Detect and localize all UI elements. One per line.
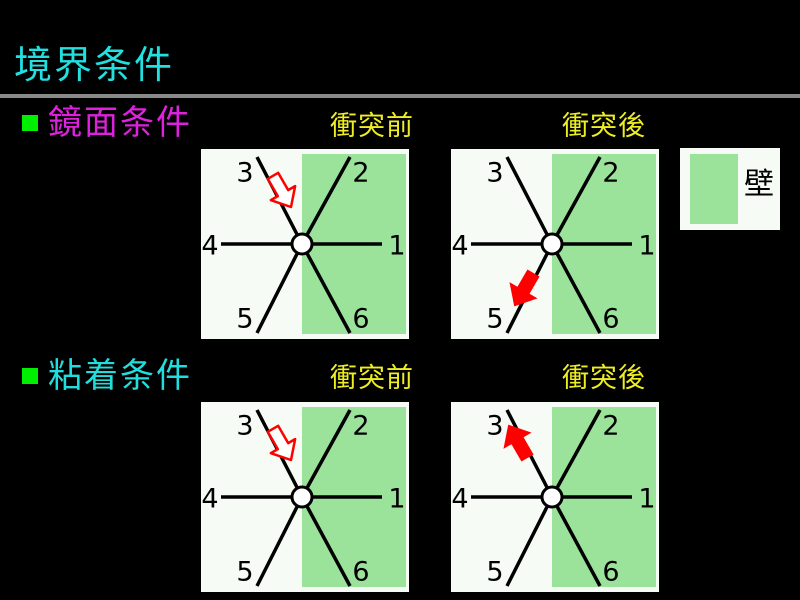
caption-mirror-before: 衝突前 (330, 111, 414, 142)
panel-sticky-after: 1 2 3 4 5 6 (451, 402, 659, 592)
arrow-shape (509, 269, 540, 307)
direction-label-4: 4 (451, 231, 468, 262)
lattice-link-3 (505, 156, 554, 245)
panel-mirror-before: 1 2 3 4 5 6 (201, 149, 409, 339)
lattice-diagram: 1 2 3 4 5 6 (451, 402, 659, 592)
lattice-node (540, 232, 564, 256)
lattice-link-2 (300, 409, 352, 498)
lattice-node (290, 232, 314, 256)
lattice-diagram: 1 2 3 4 5 6 (201, 402, 409, 592)
direction-label-1: 1 (638, 231, 655, 262)
lattice-link-2 (550, 409, 602, 498)
direction-label-5: 5 (486, 557, 503, 588)
lattice-link-6 (550, 243, 602, 334)
lattice-link-5 (255, 243, 304, 334)
direction-label-6: 6 (352, 557, 369, 588)
legend-box: 壁 (680, 148, 780, 230)
direction-label-3: 3 (486, 158, 503, 189)
legend-wall-label: 壁 (744, 167, 774, 202)
direction-label-5: 5 (236, 557, 253, 588)
direction-label-5: 5 (486, 304, 503, 335)
lattice-node (290, 485, 314, 509)
incoming-arrow (266, 424, 297, 462)
lattice-link-5 (505, 496, 554, 587)
direction-label-2: 2 (602, 158, 619, 189)
incoming-arrow (266, 171, 297, 209)
direction-label-3: 3 (236, 158, 253, 189)
direction-label-2: 2 (602, 411, 619, 442)
caption-sticky-after: 衝突後 (562, 363, 646, 394)
direction-label-4: 4 (451, 484, 468, 515)
lattice-node (540, 485, 564, 509)
panel-mirror-after: 1 2 3 4 5 6 (451, 149, 659, 339)
arrow-shape (266, 171, 297, 209)
direction-label-4: 4 (201, 484, 218, 515)
direction-label-2: 2 (352, 411, 369, 442)
direction-label-3: 3 (236, 411, 253, 442)
direction-label-1: 1 (388, 231, 405, 262)
direction-label-6: 6 (602, 304, 619, 335)
page-title: 境界条件 (14, 43, 175, 87)
panel-sticky-before: 1 2 3 4 5 6 (201, 402, 409, 592)
direction-label-6: 6 (352, 304, 369, 335)
direction-label-6: 6 (602, 557, 619, 588)
title-divider (0, 94, 800, 98)
lattice-diagram: 1 2 3 4 5 6 (201, 149, 409, 339)
arrow-shape (503, 424, 534, 462)
direction-label-3: 3 (486, 411, 503, 442)
section-bullet-sticky (22, 368, 38, 384)
lattice-link-6 (300, 243, 352, 334)
lattice-link-5 (255, 496, 304, 587)
section-bullet-mirror (22, 115, 38, 131)
reflected-arrow (509, 269, 540, 307)
direction-label-1: 1 (638, 484, 655, 515)
direction-label-1: 1 (388, 484, 405, 515)
arrow-shape (266, 424, 297, 462)
section-title-sticky: 粘着条件 (48, 356, 192, 396)
bounced-arrow (503, 424, 534, 462)
direction-label-5: 5 (236, 304, 253, 335)
caption-sticky-before: 衝突前 (330, 363, 414, 394)
lattice-link-2 (550, 156, 602, 245)
direction-label-4: 4 (201, 231, 218, 262)
direction-label-2: 2 (352, 158, 369, 189)
legend-wall-swatch (690, 154, 738, 224)
section-title-mirror: 鏡面条件 (48, 103, 192, 143)
lattice-link-2 (300, 156, 352, 245)
lattice-link-6 (300, 496, 352, 587)
lattice-diagram: 1 2 3 4 5 6 (451, 149, 659, 339)
lattice-link-6 (550, 496, 602, 587)
caption-mirror-after: 衝突後 (562, 111, 646, 142)
